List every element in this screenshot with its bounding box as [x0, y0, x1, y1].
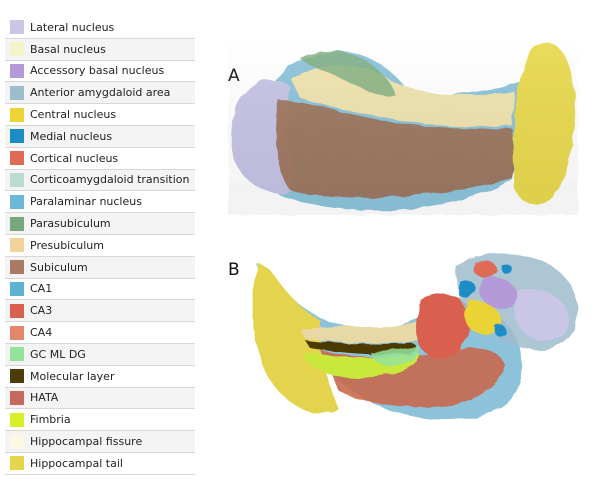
legend-label: Central nucleus: [30, 108, 117, 122]
legend-item: Hippocampal tail: [5, 453, 195, 475]
legend-swatch: [10, 347, 24, 362]
legend-swatch: [10, 456, 24, 471]
legend-swatch: [10, 85, 24, 100]
legend-label: Paralaminar nucleus: [30, 195, 142, 209]
panel-b-lateral-nucleus: [513, 289, 570, 341]
legend-swatch: [10, 412, 24, 427]
legend-item: GC ML DG: [5, 343, 195, 366]
legend-swatch: [10, 172, 24, 187]
legend-label: Corticoamygdaloid transition: [30, 173, 190, 187]
legend-item: Corticoamygdaloid transition: [5, 169, 195, 192]
legend-swatch: [10, 20, 24, 35]
legend-item: CA1: [5, 279, 195, 301]
legend-swatch: [10, 260, 24, 275]
legend-label: Cortical nucleus: [30, 151, 119, 165]
legend-swatch: [10, 129, 24, 144]
legend-swatch: [10, 63, 24, 78]
panel-b-accessory-basal: [479, 277, 518, 309]
legend-swatch: [10, 390, 24, 405]
legend-label: GC ML DG: [30, 347, 86, 361]
legend-label: Anterior amygdaloid area: [30, 86, 171, 100]
panel-b-label: B: [228, 260, 240, 280]
legend-swatch: [10, 42, 24, 57]
legend-swatch: [10, 303, 24, 318]
panel-b-render: [252, 253, 579, 420]
legend-label: Hippocampal fissure: [30, 435, 143, 449]
legend-swatch: [10, 434, 24, 449]
legend-swatch: [10, 238, 24, 253]
legend-item: Molecular layer: [5, 366, 195, 388]
panel-b-central-nucleus: [464, 300, 502, 335]
legend-label: Hippocampal tail: [30, 456, 123, 470]
legend-item: Basal nucleus: [5, 38, 195, 61]
legend-label: Presubiculum: [30, 238, 104, 252]
legend-label: Subiculum: [30, 260, 88, 274]
legend-label: CA1: [30, 282, 53, 296]
legend-swatch: [10, 325, 24, 340]
panel-b-medial-nucleus-2: [494, 324, 507, 338]
legend-item: Anterior amygdaloid area: [5, 82, 195, 105]
legend-item: Lateral nucleus: [5, 17, 195, 39]
legend-swatch: [10, 151, 24, 166]
panel-b-gc-ml-dg: [370, 346, 421, 366]
legend-item: CA3: [5, 300, 195, 323]
panel-b-cortical-nucleus: [474, 260, 498, 278]
panel-b-medial-nucleus-3: [501, 263, 513, 275]
legend-item: Fimbria: [5, 409, 195, 432]
legend-label: Medial nucleus: [30, 129, 113, 143]
legend-label: Basal nucleus: [30, 42, 106, 56]
panel-b-ca3: [416, 294, 472, 359]
legend-label: CA3: [30, 304, 53, 318]
legend-item: Medial nucleus: [5, 125, 195, 148]
legend-item: Accessory basal nucleus: [5, 61, 195, 83]
legend-item: HATA: [5, 387, 195, 410]
legend-label: Lateral nucleus: [30, 20, 115, 34]
legend-label: Fimbria: [30, 413, 71, 427]
legend-swatch: [10, 281, 24, 296]
panel-b-medial-nucleus: [459, 280, 476, 298]
panel-a-render: [228, 40, 578, 215]
legend-item: Cortical nucleus: [5, 148, 195, 170]
legend-item: Subiculum: [5, 256, 195, 279]
panel-b-hippocampal-tail: [252, 262, 340, 414]
legend-label: CA4: [30, 326, 53, 340]
legend-item: Hippocampal fissure: [5, 431, 195, 453]
legend-swatch: [10, 369, 24, 384]
legend-item: Parasubiculum: [5, 213, 195, 235]
legend-label: Molecular layer: [30, 369, 115, 383]
legend-label: Accessory basal nucleus: [30, 64, 165, 78]
legend-swatch: [10, 107, 24, 122]
legend-item: Central nucleus: [5, 104, 195, 126]
legend-label: Parasubiculum: [30, 217, 111, 231]
legend-item: Presubiculum: [5, 235, 195, 257]
legend-item: Paralaminar nucleus: [5, 191, 195, 214]
legend-swatch: [10, 216, 24, 231]
legend-item: CA4: [5, 322, 195, 344]
legend-swatch: [10, 194, 24, 209]
legend-label: HATA: [30, 391, 59, 405]
